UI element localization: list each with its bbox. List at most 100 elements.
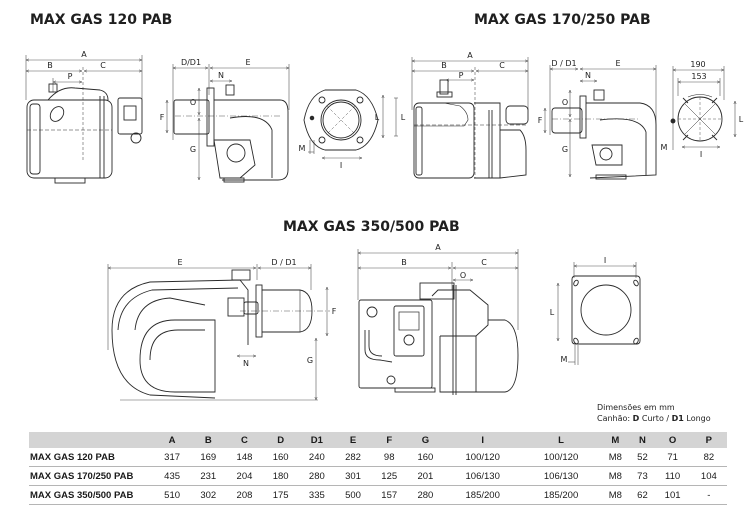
label-170-p: P xyxy=(459,71,464,80)
cell: 110 xyxy=(654,466,691,486)
burner-350-flange-view xyxy=(571,275,641,345)
label-120-e: E xyxy=(245,58,250,67)
cannon-d1: D1 xyxy=(671,414,684,423)
label-170-d-d1: D / D1 xyxy=(551,59,576,68)
cell: 185/200 xyxy=(443,485,522,505)
label-120-l: L xyxy=(375,113,380,122)
burner-120-front-view xyxy=(173,84,289,183)
label-120-g: G xyxy=(190,145,196,154)
cell: 106/130 xyxy=(443,466,522,486)
label-120-o: O xyxy=(190,98,196,107)
dim-350-flange xyxy=(558,262,636,365)
cell: 125 xyxy=(371,466,408,486)
cell: 101 xyxy=(654,485,691,505)
cell: 100/120 xyxy=(521,448,601,467)
cell: 169 xyxy=(190,448,227,467)
header-e: E xyxy=(334,432,372,448)
cell: 335 xyxy=(298,485,335,505)
cell: 510 xyxy=(154,485,191,505)
label-350-d-d1: D / D1 xyxy=(271,258,296,267)
label-120-b: B xyxy=(47,61,53,70)
cell: 157 xyxy=(371,485,408,505)
cell-model: MAX GAS 350/500 PAB xyxy=(29,485,154,505)
cell: 208 xyxy=(226,485,263,505)
burner-170-side-view xyxy=(413,79,529,179)
table-row: MAX GAS 350/500 PAB 510 302 208 175 335 … xyxy=(29,485,727,505)
title-max-gas-350-500: MAX GAS 350/500 PAB xyxy=(283,219,460,235)
cell: 204 xyxy=(226,466,263,486)
label-170-153: 153 xyxy=(691,72,706,81)
label-120-i: I xyxy=(340,161,342,170)
label-170-e: E xyxy=(615,59,620,68)
dimensions-note: Dimensões em mm Canhão: D Curto / D1 Lon… xyxy=(597,402,711,424)
cell: 175 xyxy=(262,485,299,505)
dimensions-table: A B C D D1 E F G I L M N O P MAX GAS 120… xyxy=(29,432,727,505)
label-170-l: L xyxy=(739,115,744,124)
dim-120-side xyxy=(26,55,142,160)
label-350-m: M xyxy=(561,355,568,364)
header-a: A xyxy=(154,432,191,448)
header-o: O xyxy=(654,432,691,448)
cell: 148 xyxy=(226,448,263,467)
cell: 180 xyxy=(262,466,299,486)
cell: 82 xyxy=(690,448,727,467)
header-d: D xyxy=(262,432,299,448)
label-170-b: B xyxy=(441,61,447,70)
label-170-a: A xyxy=(467,51,473,60)
cell: 301 xyxy=(334,466,372,486)
cell: 52 xyxy=(630,448,655,467)
header-c: C xyxy=(226,432,263,448)
dim-120-front xyxy=(167,64,289,180)
label-170-g: G xyxy=(562,145,568,154)
cell: M8 xyxy=(600,466,631,486)
cell: 104 xyxy=(690,466,727,486)
label-350-e: E xyxy=(177,258,182,267)
cell: 317 xyxy=(154,448,191,467)
label-170-m: M xyxy=(661,143,668,152)
cell: 435 xyxy=(154,466,191,486)
header-i: I xyxy=(443,432,522,448)
cannon-d: D xyxy=(632,414,640,423)
header-l: L xyxy=(521,432,601,448)
dim-350-side xyxy=(358,249,518,330)
label-120-d-d1: D/D1 xyxy=(181,58,201,67)
cell: 98 xyxy=(371,448,408,467)
cell: 280 xyxy=(407,485,444,505)
cell: 73 xyxy=(630,466,655,486)
burner-120-flange-view xyxy=(303,89,379,151)
cell: 500 xyxy=(334,485,372,505)
label-350-a: A xyxy=(435,243,441,252)
cell: 280 xyxy=(298,466,335,486)
cannon-prefix: Canhão: xyxy=(597,414,633,423)
header-p: P xyxy=(690,432,727,448)
dim-170-side xyxy=(394,57,528,178)
label-350-b: B xyxy=(401,258,407,267)
cell: 231 xyxy=(190,466,227,486)
burner-350-front-view xyxy=(111,269,313,399)
label-350-l: L xyxy=(550,308,555,317)
cell: 302 xyxy=(190,485,227,505)
label-120-a: A xyxy=(81,50,87,59)
table-row: MAX GAS 120 PAB 317 169 148 160 240 282 … xyxy=(29,448,727,467)
header-g: G xyxy=(407,432,444,448)
cell-model: MAX GAS 170/250 PAB xyxy=(29,466,154,486)
burner-120-side-view xyxy=(26,83,143,184)
table-header-row: A B C D D1 E F G I L M N O P xyxy=(29,432,727,448)
cell: 62 xyxy=(630,485,655,505)
dim-120-flange xyxy=(308,95,383,158)
label-170-i: I xyxy=(700,150,702,159)
label-120-m: M xyxy=(299,144,306,153)
cell: 185/200 xyxy=(521,485,601,505)
burner-170-flange-view xyxy=(670,94,723,142)
label-170-n: N xyxy=(585,71,591,80)
burner-350-side-view xyxy=(358,282,519,395)
header-d1: D1 xyxy=(298,432,335,448)
technical-drawings: A B C P D/D1 E N O F G I M L A B C P L D… xyxy=(0,50,744,430)
title-max-gas-120: MAX GAS 120 PAB xyxy=(30,12,173,28)
cell: 106/130 xyxy=(521,466,601,486)
cannon-note: Canhão: D Curto / D1 Longo xyxy=(597,413,711,424)
title-max-gas-170-250: MAX GAS 170/250 PAB xyxy=(474,12,651,28)
cell: 100/120 xyxy=(443,448,522,467)
cannon-short: Curto / xyxy=(639,414,672,423)
cell: - xyxy=(690,485,727,505)
